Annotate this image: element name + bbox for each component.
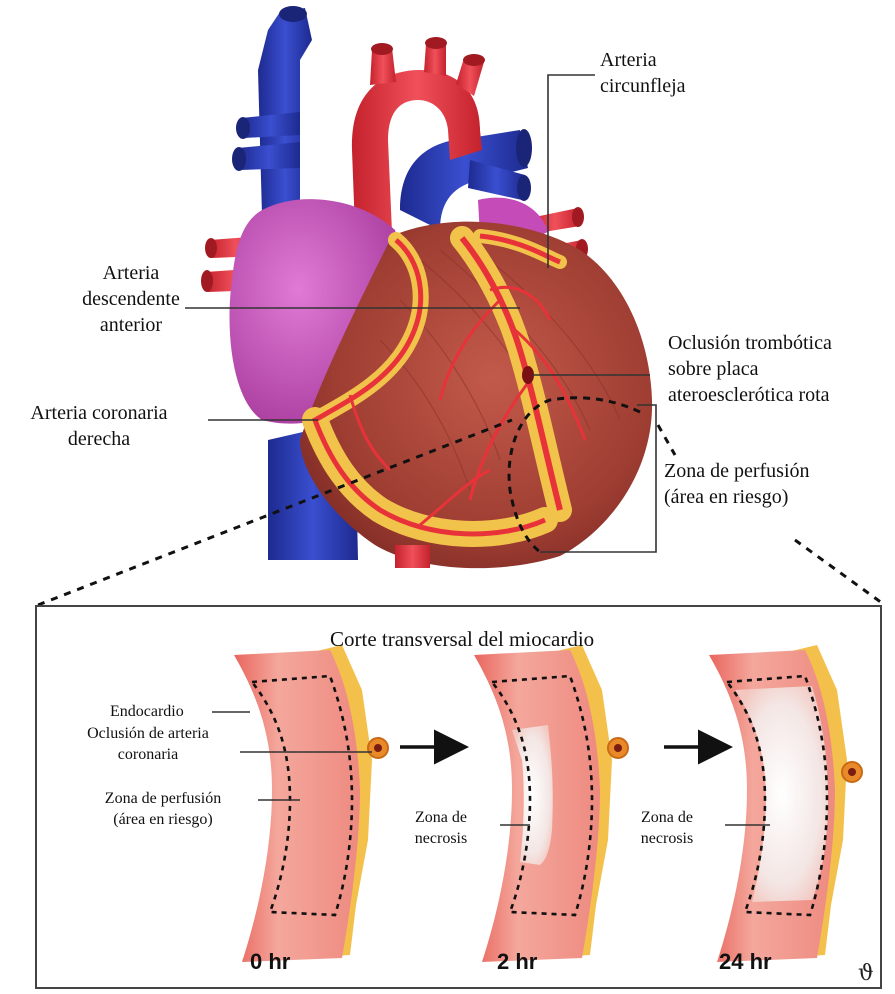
artist-signature: ϑ bbox=[858, 961, 874, 986]
cross-section-title: Corte transversal del miocardio bbox=[330, 626, 594, 652]
label-right-coronary-artery: Arteria coronaria derecha bbox=[4, 400, 194, 452]
time-label-0hr: 0 hr bbox=[250, 949, 290, 975]
pulmonary-vein-left-2 bbox=[238, 142, 300, 170]
heart-illustration bbox=[201, 6, 652, 568]
label-necrosis-2hr: Zona de necrosis bbox=[386, 807, 496, 849]
time-label-24hr: 24 hr bbox=[719, 949, 772, 975]
label-coronary-occlusion: Oclusión de arteria coronaria bbox=[55, 723, 241, 765]
superior-vena-cava bbox=[258, 8, 312, 215]
svc-opening bbox=[279, 6, 307, 22]
label-perfusion-zone: Zona de perfusión (área en riesgo) bbox=[664, 458, 810, 510]
label-circumflex-artery: Arteria circunfleja bbox=[600, 47, 686, 99]
label-necrosis-24hr: Zona de necrosis bbox=[612, 807, 722, 849]
time-label-2hr: 2 hr bbox=[497, 949, 537, 975]
label-thrombotic-occlusion: Oclusión trombótica sobre placa ateroesc… bbox=[668, 330, 832, 408]
label-perfusion-zone-section: Zona de perfusión (área en riesgo) bbox=[70, 788, 256, 830]
label-endocardium: Endocardio bbox=[110, 701, 184, 722]
label-lad-artery: Arteria descendente anterior bbox=[40, 260, 222, 338]
pulmonary-vein-left-1 bbox=[242, 112, 300, 138]
